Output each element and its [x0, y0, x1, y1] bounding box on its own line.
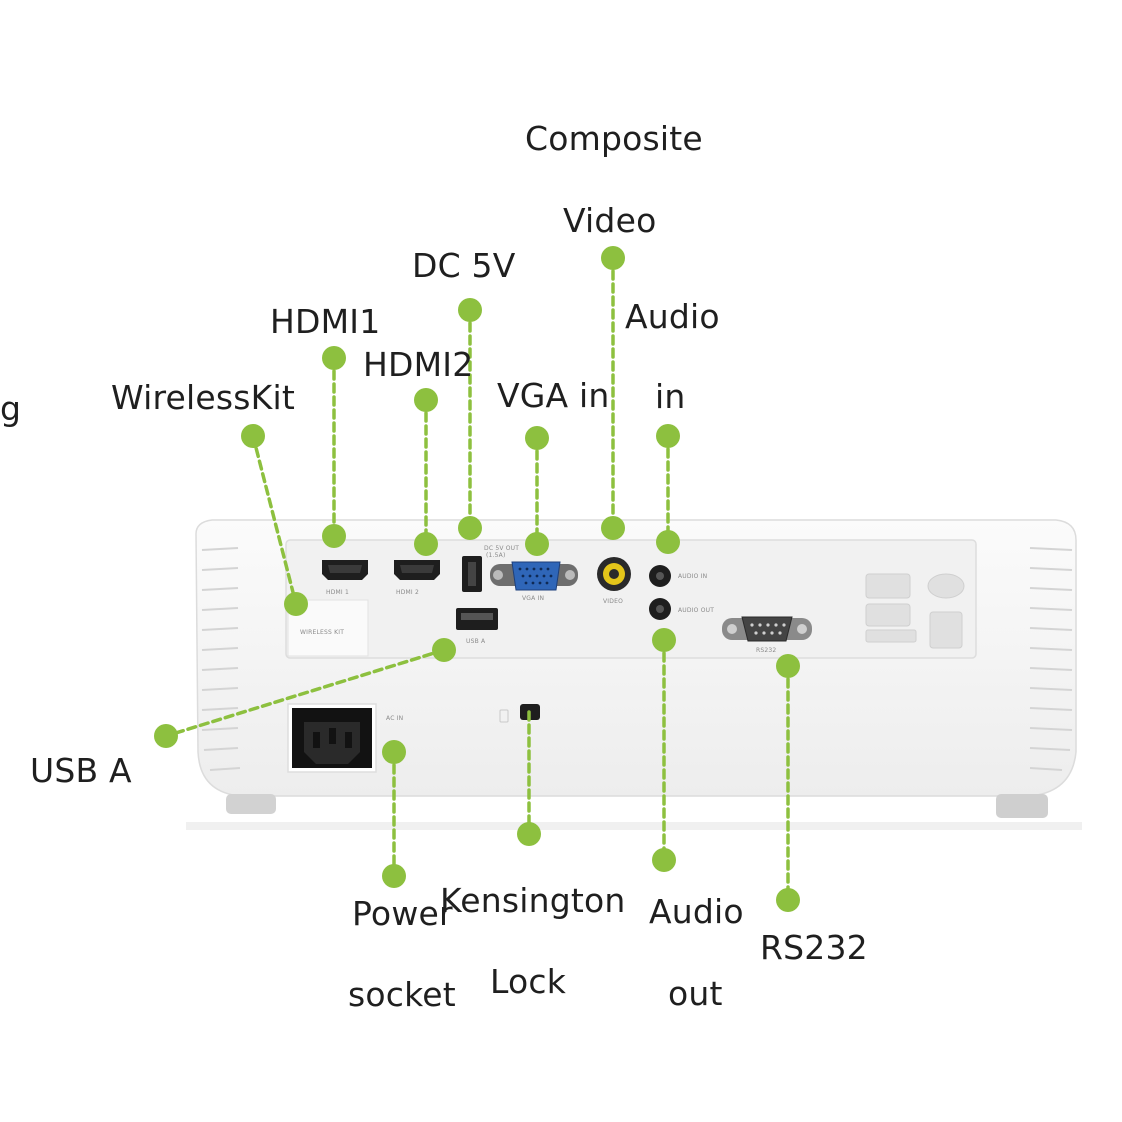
label-rs232: RS232	[760, 928, 868, 967]
video-print: VIDEO	[603, 598, 623, 605]
leader-usb-a	[164, 648, 446, 738]
label-audio-out-line1: Audio	[649, 892, 744, 931]
dot-usb-a-end	[154, 724, 178, 748]
ac-in-print: AC IN	[386, 715, 403, 722]
dot-rs232-port	[776, 654, 800, 678]
dot-composite-video-top	[601, 246, 625, 270]
audio-out-print: AUDIO OUT	[678, 607, 714, 614]
dot-hdmi2-top	[414, 388, 438, 412]
composite-video-jack	[597, 557, 631, 591]
dot-wirelesskit-port	[284, 592, 308, 616]
floor-shadow	[186, 822, 1082, 830]
hdmi2-port	[394, 560, 440, 580]
dot-composite-video-port	[601, 516, 625, 540]
dot-audio-in-top	[656, 424, 680, 448]
right-foot	[996, 794, 1048, 818]
label-hdmi1: HDMI1	[270, 302, 381, 341]
callout-dots	[154, 246, 800, 912]
power-inlet	[287, 703, 377, 773]
dot-dc5v-top	[458, 298, 482, 322]
dc-out-print: DC 5V OUT	[484, 545, 519, 552]
left-foot	[226, 794, 276, 814]
right-vent-grille	[1029, 547, 1073, 771]
dot-kensington-end	[517, 822, 541, 846]
label-composite: Composite	[525, 119, 703, 158]
dot-rs232-end	[776, 888, 800, 912]
left-vent-grille	[201, 547, 241, 771]
dot-dc5v-port	[458, 516, 482, 540]
vga-in-print: VGA IN	[522, 595, 544, 602]
dot-usb-a-port	[432, 638, 456, 662]
dot-hdmi1-top	[322, 346, 346, 370]
dc-out-sub-print: (1.5A)	[486, 552, 506, 559]
dot-power-port	[382, 740, 406, 764]
label-audio-in-line2: in	[655, 377, 686, 416]
label-kensington-line2: Lock	[490, 962, 567, 1001]
label-dc5v: DC 5V	[412, 246, 516, 285]
dot-audio-out-port	[652, 628, 676, 652]
vga-port	[490, 561, 578, 591]
label-audio-in-line1: Audio	[625, 297, 720, 336]
label-audio-out-line2: out	[668, 974, 723, 1013]
label-power-line2: socket	[348, 975, 456, 1014]
dot-hdmi2-port	[414, 532, 438, 556]
callout-leaders	[164, 256, 790, 902]
label-vga-in: VGA in	[497, 376, 610, 415]
dot-power-end	[382, 864, 406, 888]
leader-wirelesskit	[251, 434, 298, 606]
label-kensington-line1: Kensington	[440, 881, 626, 920]
label-cutoff-edge: g	[0, 389, 22, 428]
dot-wirelesskit-top	[241, 424, 265, 448]
hdmi1-port	[322, 560, 368, 580]
dot-audio-out-end	[652, 848, 676, 872]
dot-vga-in-top	[525, 426, 549, 450]
certification-logos	[865, 573, 965, 649]
dot-hdmi1-port	[322, 524, 346, 548]
wireless-kit-print: WIRELESS KIT	[300, 629, 344, 636]
label-usb-a: USB A	[30, 751, 132, 790]
dot-audio-in-port	[656, 530, 680, 554]
label-power-line1: Power	[352, 894, 453, 933]
hdmi1-print: HDMI 1	[326, 589, 349, 596]
label-composite-video: Video	[563, 201, 657, 240]
hdmi2-print: HDMI 2	[396, 589, 419, 596]
rs232-print: RS232	[756, 647, 776, 654]
label-wirelesskit: WirelessKit	[111, 378, 296, 417]
dot-vga-in-port	[525, 532, 549, 556]
audio-in-print: AUDIO IN	[678, 573, 707, 580]
label-hdmi2: HDMI2	[363, 345, 474, 384]
usb-a-print: USB A	[466, 638, 486, 645]
rs232-port	[722, 616, 812, 642]
